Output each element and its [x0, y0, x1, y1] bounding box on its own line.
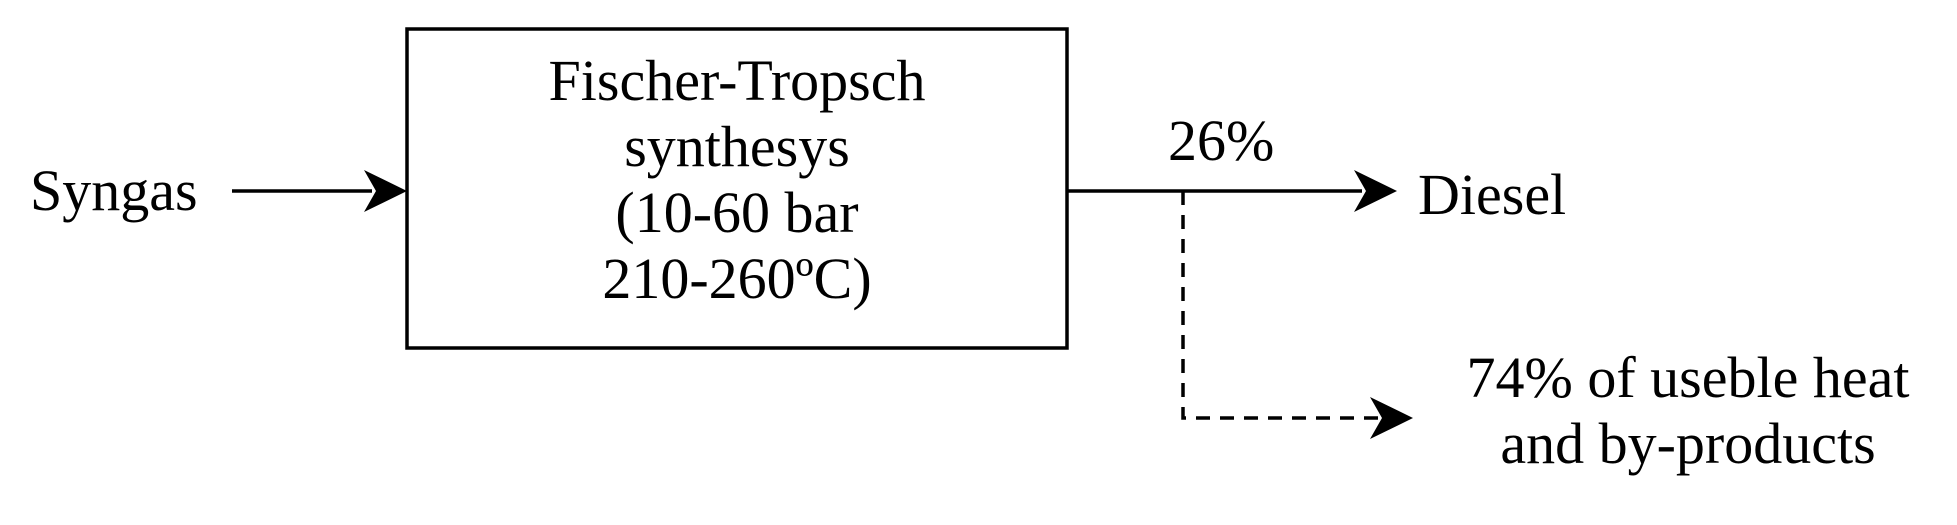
process-line-3: (10-60 bar: [615, 180, 859, 245]
process-line-4: 210-260ºC): [602, 246, 872, 311]
process-box-text: Fischer-Tropsch synthesys (10-60 bar 210…: [407, 48, 1067, 312]
byproducts-line-1: 74% of useble heat: [1466, 345, 1910, 410]
input-arrow: [232, 170, 407, 212]
diesel-label: Diesel: [1418, 162, 1567, 227]
byproducts-label: 74% of useble heat and by-products: [1438, 345, 1938, 477]
process-box: [405, 27, 1069, 350]
byproducts-dashed-arrow: [1181, 191, 1413, 439]
process-line-2: synthesys: [624, 114, 850, 179]
byproducts-line-2: and by-products: [1500, 411, 1876, 476]
process-line-1: Fischer-Tropsch: [548, 48, 926, 113]
diesel-percent-label: 26%: [1168, 108, 1275, 173]
syngas-label: Syngas: [30, 158, 198, 223]
diesel-output-arrow: [1067, 170, 1397, 212]
